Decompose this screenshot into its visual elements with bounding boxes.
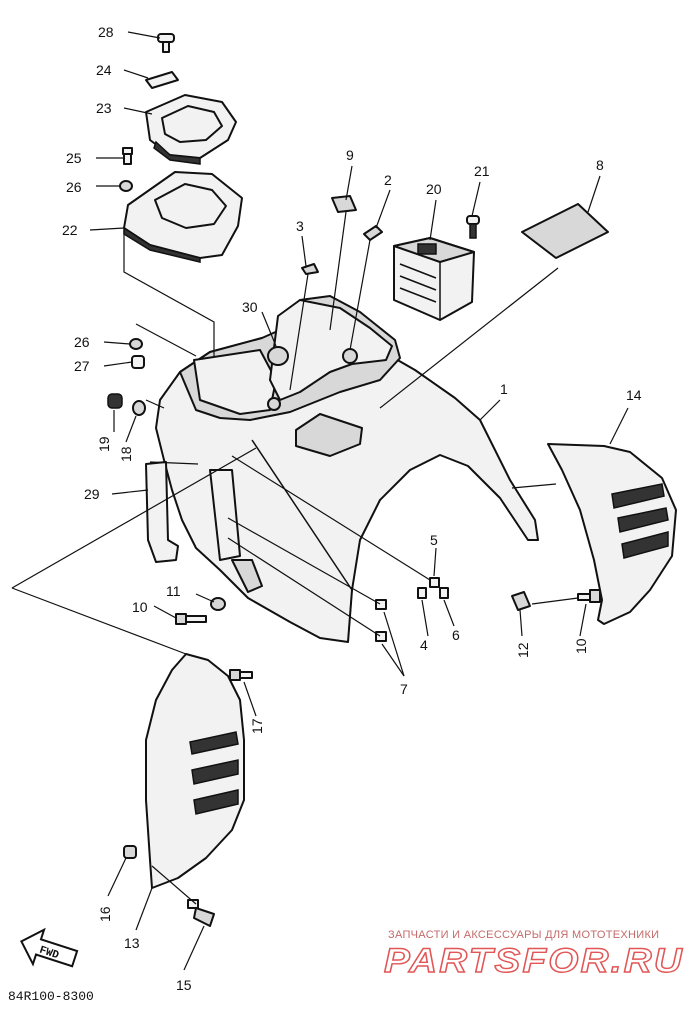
callout-4: 4 — [420, 637, 428, 653]
fwd-arrow-icon: FWD — [20, 927, 79, 968]
part-12-nut — [511, 591, 531, 611]
callout-25: 25 — [66, 150, 82, 166]
part-8-label — [521, 203, 609, 259]
callout-1: 1 — [500, 381, 508, 397]
callout-17: 17 — [249, 718, 265, 734]
part-29-bracket — [145, 461, 179, 563]
callout-11: 11 — [166, 583, 181, 599]
part-27-collar — [131, 355, 145, 369]
callout-29: 29 — [84, 486, 100, 502]
assembly-lines — [11, 211, 559, 655]
part-5-clip — [429, 577, 440, 588]
callout-16: 16 — [97, 906, 113, 922]
callout-10a: 10 — [132, 599, 148, 615]
callout-10b: 10 — [573, 638, 589, 654]
callout-14: 14 — [626, 387, 642, 403]
callout-18: 18 — [118, 446, 134, 462]
part-20-box — [393, 237, 475, 321]
part-14-side-cover-right — [547, 443, 677, 625]
part-19-nut — [107, 393, 123, 409]
part-28-screw — [157, 33, 175, 53]
watermark-logo: PARTSFOR.RU — [384, 942, 684, 980]
part-16-collar — [123, 845, 137, 859]
callout-5: 5 — [430, 532, 438, 548]
callout-9: 9 — [346, 147, 354, 163]
callout-13: 13 — [124, 935, 140, 951]
part-17-screw — [229, 669, 253, 681]
part-26-grommet-upper — [119, 180, 133, 192]
drawing-code: 84R100-8300 — [8, 989, 94, 1004]
part-9-pad — [331, 195, 357, 213]
callout-2: 2 — [384, 172, 392, 188]
callout-23: 23 — [96, 100, 112, 116]
watermark-caption: ЗАПЧАСТИ И АКСЕССУАРЫ ДЛЯ МОТОТЕХНИКИ — [388, 929, 659, 941]
callout-8: 8 — [596, 157, 604, 173]
part-1-body — [155, 295, 539, 643]
callout-28: 28 — [98, 24, 114, 40]
callout-20: 20 — [426, 181, 442, 197]
callout-26b: 26 — [74, 334, 90, 350]
part-7-clip-b — [375, 631, 387, 642]
callout-15: 15 — [176, 977, 192, 993]
part-11-washer — [210, 597, 226, 611]
callout-21: 21 — [474, 163, 490, 179]
part-26-grommet-lower — [129, 338, 143, 350]
callout-26a: 26 — [66, 179, 82, 195]
part-4-clip — [417, 587, 427, 599]
part-23-cover-top — [145, 94, 237, 165]
part-18-washer — [132, 400, 146, 416]
callout-19: 19 — [96, 436, 112, 452]
fwd-label: FWD — [38, 945, 61, 963]
callout-24: 24 — [96, 62, 112, 78]
part-24-plate — [145, 71, 179, 89]
callout-27: 27 — [74, 358, 90, 374]
callout-22: 22 — [62, 222, 78, 238]
part-30-cap — [267, 346, 289, 366]
part-10-bolt-right — [577, 589, 601, 603]
part-13-side-cover-left — [145, 653, 245, 889]
callout-12: 12 — [515, 642, 531, 658]
callout-numbers: 28 24 23 25 26 22 9 2 20 21 8 3 30 26 27… — [62, 24, 642, 993]
part-3-pad — [301, 263, 319, 275]
part-2-pad — [363, 225, 383, 241]
part-6-clip — [439, 587, 449, 599]
part-22-cover-lower — [123, 171, 243, 263]
part-7-clip-a — [375, 599, 387, 610]
callout-30: 30 — [242, 299, 258, 315]
callout-3: 3 — [296, 218, 304, 234]
callout-6: 6 — [452, 627, 460, 643]
part-15-bolt — [187, 899, 215, 927]
leader-lines — [89, 31, 629, 971]
watermark: ЗАПЧАСТИ И АКСЕССУАРЫ ДЛЯ МОТОТЕХНИКИ PA… — [383, 929, 684, 981]
part-21-screw — [466, 215, 480, 239]
part-10-bolt-left — [175, 613, 207, 625]
part-25-bolt — [122, 147, 133, 165]
callout-7: 7 — [400, 681, 408, 697]
